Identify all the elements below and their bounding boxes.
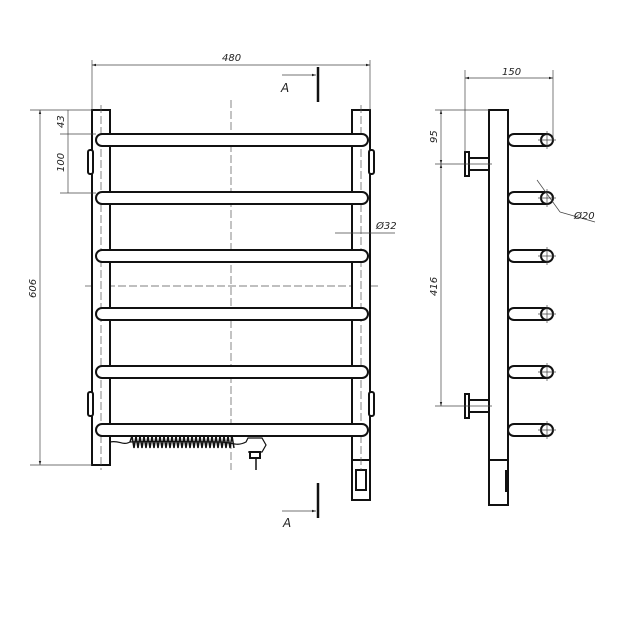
rail [95,307,369,321]
side-rail [507,133,547,147]
wall-bracket [368,149,375,175]
side-rail [507,365,547,379]
dim-mount-offset: 95 [429,130,440,143]
side-rail [507,307,547,321]
rail [95,365,369,379]
coiled-cord [129,435,235,449]
side-rail [507,249,547,263]
side-view: 150 95 416 Ø20 [429,67,596,506]
dim-width: 480 [222,53,241,64]
section-label-top: A [280,81,289,95]
dim-top-offset: 43 [56,115,67,128]
dim-post-diameter: Ø32 [375,220,397,232]
wall-bracket [368,391,375,417]
side-rail [507,191,547,205]
wall-bracket [87,149,94,175]
rail [95,423,369,437]
rail [95,191,369,205]
control-box [355,469,367,491]
side-rail [507,423,547,437]
section-label-bottom: A [282,516,291,530]
rail [95,249,369,263]
dim-depth: 150 [502,67,521,78]
rail [95,133,369,147]
side-rails [507,131,556,439]
side-post [488,109,509,506]
wall-bracket [87,391,94,417]
dim-mount-spacing: 416 [429,277,440,296]
rails [95,133,369,437]
dim-height: 606 [28,279,39,298]
plug [249,451,261,459]
dim-rail-pitch: 100 [56,153,67,172]
dim-rail-diameter: Ø20 [573,210,595,222]
front-view: 480 606 43 100 Ø32 A A [28,53,397,530]
